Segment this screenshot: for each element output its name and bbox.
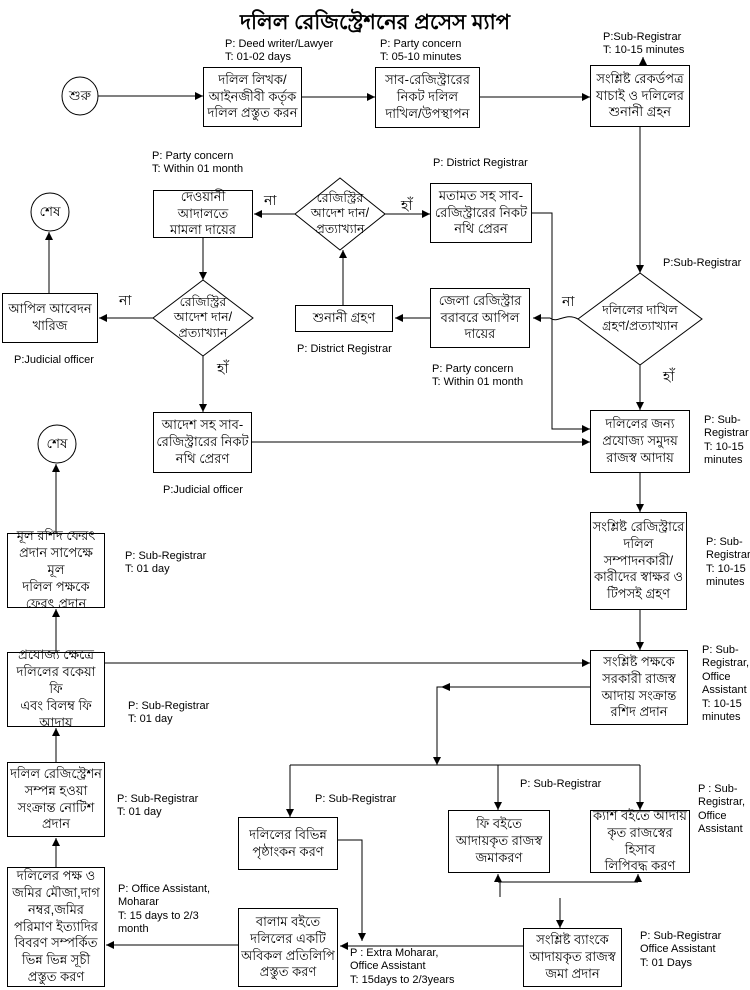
- terminal-start: শুরু: [69, 87, 91, 103]
- process-issue-receipt: সংশ্লিষ্ট পক্ষকে সরকারী রাজস্ব আদায় সংক…: [590, 650, 688, 725]
- annotation-receipt: P: Sub- Registrar, Office Assistant T: 1…: [702, 644, 750, 724]
- annotation-return: P: Sub-Registrar T: 01 day: [125, 550, 207, 576]
- process-send-file-order: আদেশ সহ সাব- রেজিস্ট্রারের নিকট নথি প্রে…: [153, 412, 252, 473]
- edge-label-yes-submission: হাঁ: [663, 368, 675, 384]
- process-appeal-dismissed: আপিল আবেদন খারিজ: [2, 293, 98, 343]
- decision-submission: দলিলের দাখিল গ্রহণ/প্রত্যাখ্যান: [602, 303, 678, 333]
- annotation-appeal-dr: P: Party concern T: Within 01 month: [432, 363, 524, 389]
- annotation-sendorder: P:Judicial officer: [163, 484, 243, 496]
- process-cash-book: ক্যাশ বইতে আদায় কৃত রাজস্বের হিসাব লিপি…: [590, 808, 690, 873]
- process-bank-deposit: সংশ্লিষ্ট ব্যাংকে আদায়কৃত রাজস্ব জমা প্…: [523, 928, 622, 987]
- annotation-submit: P: Party concern T: 05-10 minutes: [380, 38, 462, 64]
- process-return-original: মূল রশিদ ফেরৎ প্রদান সাপেক্ষে মূল দলিল প…: [7, 528, 105, 611]
- annotation-notice: P: Sub-Registrar T: 01 day: [117, 793, 199, 819]
- process-appeal-district: জেলা রেজিস্ট্রার বরাবরে আপিল দায়ের: [430, 288, 530, 348]
- edge-endorse-down: [338, 839, 366, 941]
- page-title: দলিল রেজিস্ট্রেশনের প্রসেস ম্যাপ: [240, 11, 510, 34]
- edge-label-yes-order2: হাঁ: [217, 360, 229, 376]
- annotation-civil: P: Party concern T: Within 01 month: [152, 150, 244, 176]
- decision-submission-shape: [577, 272, 703, 366]
- edge-label-yes-order1: হাঁ: [401, 197, 413, 213]
- annotation-opinion: P: District Registrar: [433, 157, 528, 169]
- arrowhead-corner: [441, 683, 450, 691]
- annotation-balam: P : Extra Moharar, Office Assistant T: 1…: [350, 947, 455, 986]
- terminal-end-top-shape: [30, 192, 70, 232]
- terminal-end-top: শেষ: [39, 203, 61, 219]
- decision-order2-shape: [152, 279, 254, 357]
- edge-decision-no-to-appeal-district: [533, 314, 579, 322]
- process-send-file-opinion: মতামত সহ সাব- রেজিস্ট্রারের নিকট নথি প্র…: [430, 183, 532, 243]
- edge-label-no-submission: না: [562, 293, 575, 309]
- edge-label-no-order2: না: [119, 292, 132, 308]
- edge-label-no-order1: না: [264, 192, 277, 208]
- annotation-verify: P:Sub-Registrar T: 10-15 minutes: [603, 31, 685, 57]
- process-verify-records: সংশ্লিষ্ট রেকর্ডপত্র যাচাই ও দলিলের শুনা…: [590, 65, 690, 127]
- annotation-prepare: P: Deed writer/Lawyer T: 01-02 days: [225, 38, 334, 64]
- decision-order2: রেজিস্ট্রির আদেশ দান/ প্রত্যাখ্যান: [173, 294, 233, 340]
- terminal-start-shape: [61, 76, 99, 116]
- process-balam-copy: বালাম বইতে দলিলের একটি অবিকল প্রতিলিপি প…: [238, 908, 338, 987]
- process-collect-revenue: দলিলের জন্য প্রযোজ্য সমুদয় রাজস্ব আদায়: [590, 410, 690, 473]
- process-submit-deed: সাব-রেজিস্ট্রারের নিকট দলিল দাখিল/উপস্থা…: [375, 67, 480, 128]
- decision-order1: রেজিস্ট্রির আদেশ দান/ প্রত্যাখ্যান: [310, 190, 370, 236]
- annotation-collect: P: Sub- Registrar T: 10-15 minutes: [704, 414, 749, 467]
- process-collect-due-fees: প্রযোজ্য ক্ষেত্রে দলিলের বকেয়া ফি এবং ব…: [7, 647, 105, 730]
- terminal-end-mid-shape: [37, 424, 77, 464]
- terminal-end-mid: শেষ: [46, 435, 68, 451]
- annotation-decide: P:Sub-Registrar: [663, 257, 742, 269]
- annotation-index: P: Office Assistant, Moharar T: 15 days …: [118, 883, 211, 936]
- edge-receipt-to-distribution: [433, 686, 590, 765]
- process-completion-notice: দলিল রেজিস্ট্রেশন সম্পন্ন হওয়া সংক্রান্…: [7, 762, 105, 837]
- annotation-feebook: P: Sub-Registrar: [520, 778, 602, 790]
- annotation-cashbook: P : Sub- Registrar, Office Assistant: [698, 783, 746, 836]
- edge-opinion-to-collect: [532, 212, 590, 433]
- annotation-hearing: P: District Registrar: [297, 343, 392, 355]
- decision-order1-shape: [294, 177, 386, 251]
- process-fee-book: ফি বইতে আদায়কৃত রাজস্ব জমাকরণ: [448, 810, 550, 873]
- annotation-bank: P: Sub-Registrar Office Assistant T: 01 …: [640, 930, 722, 969]
- process-hearing: শুনানী গ্রহণ: [295, 305, 393, 332]
- annotation-sign: P: Sub- Registrar T: 10-15 minutes: [706, 536, 750, 589]
- process-endorsements: দলিলের বিভিন্ন পৃষ্ঠাংকন করণ: [238, 817, 338, 870]
- process-prepare-deed: দলিল লিখক/ আইনজীবী কর্তৃক দলিল প্রস্তুত …: [203, 67, 302, 127]
- annotation-endorse: P: Sub-Registrar: [315, 793, 397, 805]
- process-prepare-indexes: দলিলের পক্ষ ও জমির মৌজা,দাগ নম্বর,জমির প…: [7, 867, 105, 987]
- process-signatures: সংশ্লিষ্ট রেজিস্ট্রারে দলিল সম্পাদনকারী/…: [590, 512, 687, 610]
- annotation-due: P: Sub-Registrar T: 01 day: [128, 700, 210, 726]
- annotation-dismiss: P:Judicial officer: [14, 354, 94, 366]
- process-civil-suit: দেওয়ানী আদালতে মামলা দায়ের: [153, 189, 253, 238]
